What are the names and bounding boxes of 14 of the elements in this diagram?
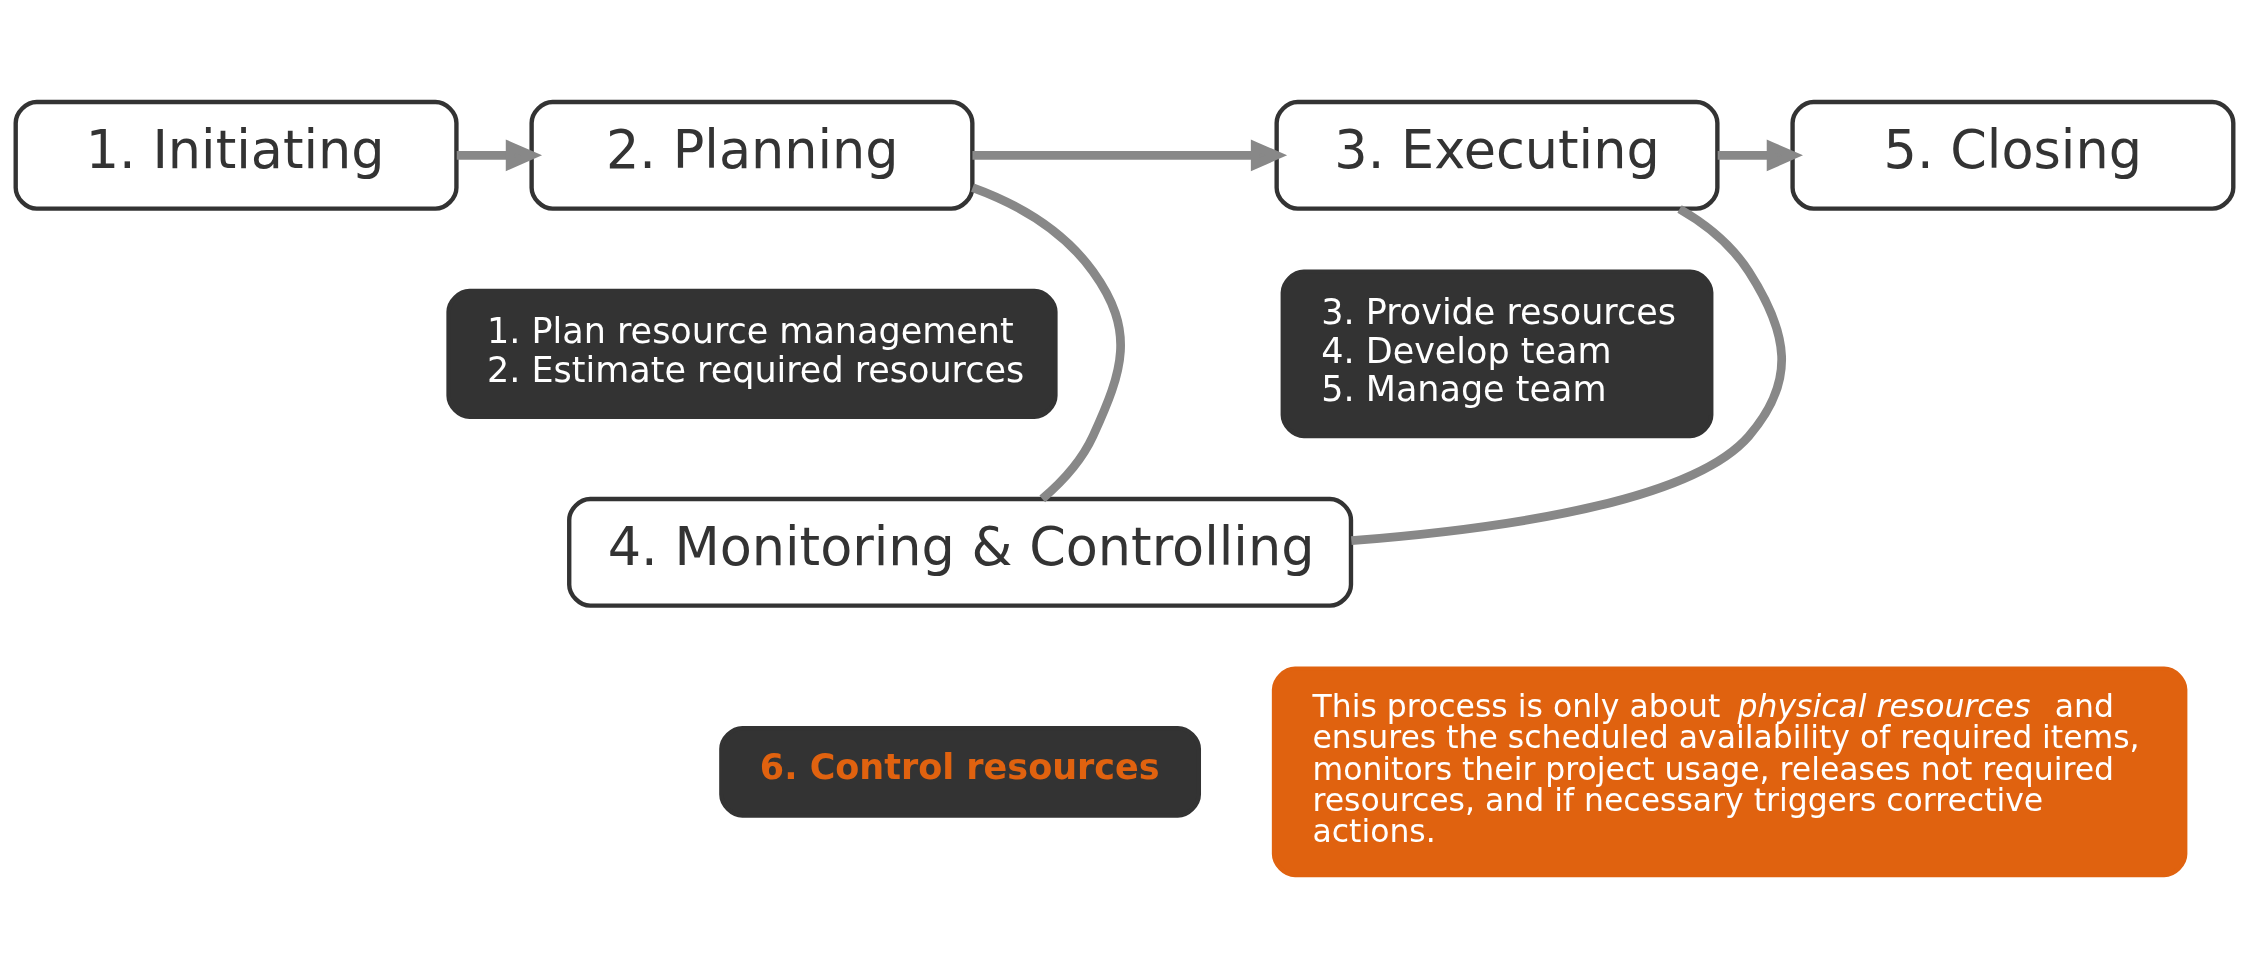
arrow	[456, 139, 543, 172]
node-box: 6. Control resources	[719, 725, 1201, 818]
arrow	[972, 139, 1288, 172]
arrow	[1717, 139, 1803, 172]
node-box: 4. Monitoring & Controlling	[567, 496, 1354, 608]
node-box: 1. Plan resource management 2. Estimate required resources	[446, 288, 1058, 419]
node-box: 3. Provide resources 4. Develop team 5. Manage team	[1280, 269, 1714, 439]
node-box: 5. Closing	[1790, 99, 2236, 211]
node-box: 1. Initiating	[13, 99, 459, 211]
node-box: This process is only about physical resources and ensures the scheduled availability of required items, monitors their project usage, releases not required resources, and if necessary triggers corrective actions.	[1271, 666, 2188, 878]
node-box: 2. Planning	[529, 99, 975, 211]
connector	[971, 183, 1125, 503]
node-box: 3. Executing	[1274, 99, 1720, 211]
connector	[1350, 205, 1786, 545]
